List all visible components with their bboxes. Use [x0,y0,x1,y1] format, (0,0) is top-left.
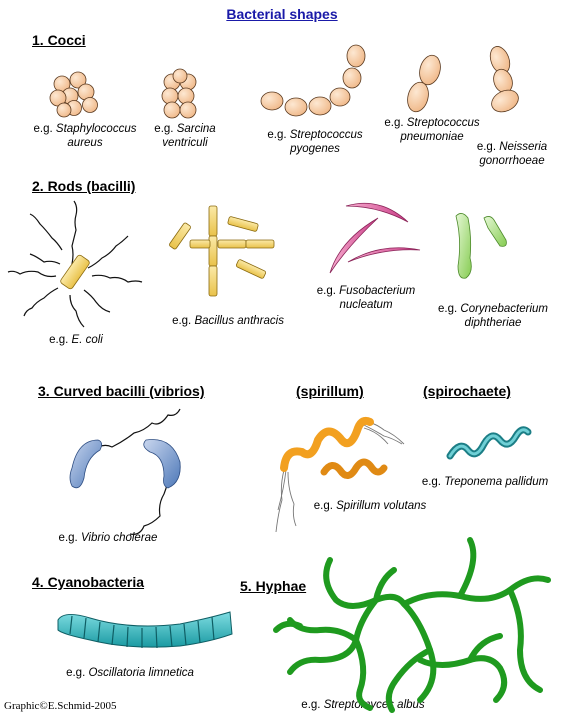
oscillatoria-illustration [57,611,233,649]
bacillus-illustration [169,205,275,297]
caption-vibrio: e.g. Vibrio cholerae [58,532,158,544]
streptococcus-pyogenes-illustration [260,44,366,117]
page-title: Bacterial shapes [226,6,338,22]
section-cocci-heading: 1. Cocci [32,32,86,48]
corynebacterium-illustration [455,213,507,279]
streptomyces-hyphae-illustration [273,537,551,713]
vibrio-illustration [69,408,181,535]
ecoli-illustration [7,200,143,328]
streptococcus-pneumoniae-illustration [407,54,441,113]
neisseria-illustration [489,46,519,113]
caption-streptomyces: e.g. Streptomyces albus [301,699,425,711]
sarcina-illustration [161,68,197,119]
section-cyano-heading: 4. Cyanobacteria [32,574,145,590]
caption-bacillus: e.g. Bacillus anthracis [172,315,284,327]
credit-text: Graphic©E.Schmid-2005 [4,700,117,712]
caption-ecoli: e.g. E. coli [49,334,103,346]
section-hyphae-heading: 5. Hyphae [240,578,307,594]
section-spirillum-heading: (spirillum) [296,383,364,399]
caption-treponema: e.g. Treponema pallidum [421,476,549,488]
caption-spirillum: e.g. Spirillum volutans [313,500,427,512]
section-spirochaete-heading: (spirochaete) [423,383,511,399]
fusobacterium-illustration [329,202,421,274]
staphylococcus-illustration [49,71,98,118]
spirillum-illustration [275,416,405,533]
section-rods-heading: 2. Rods (bacilli) [32,178,136,194]
treponema-illustration [446,426,532,460]
caption-oscillatoria: e.g. Oscillatoria limnetica [66,667,194,679]
section-curved-heading: 3. Curved bacilli (vibrios) [38,383,205,399]
